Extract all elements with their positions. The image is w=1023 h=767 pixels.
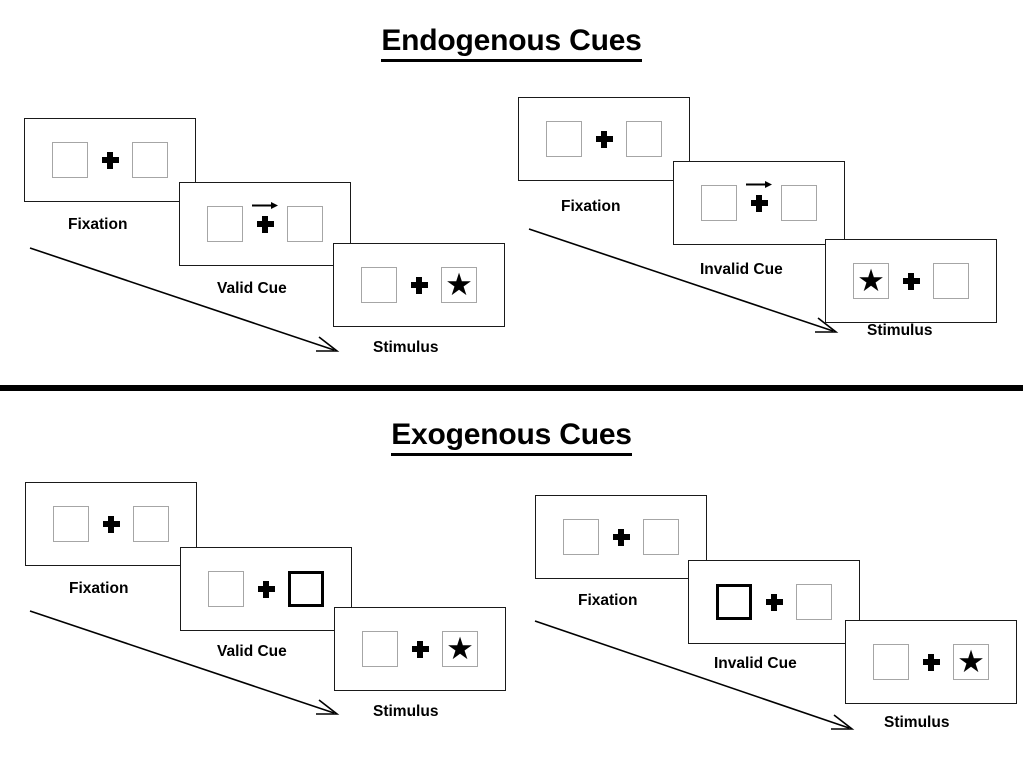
caption-exogenous-invalid-cue: Invalid Cue (714, 655, 797, 672)
caption-endogenous-valid-fixation: Fixation (68, 216, 128, 233)
panel-endogenous-valid-cue[interactable] (179, 182, 351, 266)
star-icon: ★ (857, 262, 885, 298)
panel-endogenous-valid-fixation[interactable] (24, 118, 196, 202)
plus-cross-icon (102, 515, 120, 533)
right-box: ★ (441, 267, 477, 303)
fixation-cross-area (243, 201, 287, 233)
plus-cross-icon (902, 272, 920, 290)
left-box-cued (716, 584, 752, 620)
panel-exogenous-invalid-cue[interactable] (688, 560, 860, 644)
right-box: ★ (442, 631, 478, 667)
panel-content (208, 571, 324, 607)
panel-endogenous-invalid-fixation[interactable] (518, 97, 690, 181)
caption-exogenous-invalid-fixation: Fixation (578, 592, 638, 609)
right-box (132, 142, 168, 178)
fixation-cross-area (397, 276, 441, 294)
panel-exogenous-valid-cue[interactable] (180, 547, 352, 631)
star-icon: ★ (957, 643, 985, 679)
caption-exogenous-valid-cue: Valid Cue (217, 643, 287, 660)
left-box (208, 571, 244, 607)
caption-endogenous-invalid-cue: Invalid Cue (700, 261, 783, 278)
panel-content (563, 519, 679, 555)
left-box (563, 519, 599, 555)
diagonal-arrow-icon-exogenous-invalid (534, 620, 855, 730)
right-box-cued (288, 571, 324, 607)
left-box (362, 631, 398, 667)
fixation-cross-area (909, 653, 953, 671)
panel-exogenous-valid-stimulus[interactable]: ★ (334, 607, 506, 691)
panel-content: ★ (362, 631, 478, 667)
caption-endogenous-invalid-fixation: Fixation (561, 198, 621, 215)
panel-exogenous-invalid-fixation[interactable] (535, 495, 707, 579)
fixation-cross-area (599, 528, 643, 546)
fixation-cross-area (889, 272, 933, 290)
panel-exogenous-valid-fixation[interactable] (25, 482, 197, 566)
panel-exogenous-invalid-stimulus[interactable]: ★ (845, 620, 1017, 704)
plus-cross-icon (256, 215, 274, 233)
diagonal-arrow-icon-exogenous-valid (29, 610, 340, 715)
section-title-exogenous: Exogenous Cues (0, 418, 1023, 456)
plus-cross-icon (750, 194, 768, 212)
fixation-cross-area (244, 580, 288, 598)
star-icon: ★ (445, 266, 473, 302)
right-box (287, 206, 323, 242)
caption-endogenous-valid-stimulus: Stimulus (373, 339, 439, 356)
panel-content: ★ (853, 263, 969, 299)
left-box (53, 506, 89, 542)
caption-exogenous-valid-stimulus: Stimulus (373, 703, 439, 720)
right-box (796, 584, 832, 620)
caption-exogenous-valid-fixation: Fixation (69, 580, 129, 597)
plus-cross-icon (612, 528, 630, 546)
plus-cross-icon (101, 151, 119, 169)
left-box (546, 121, 582, 157)
fixation-cross-area (89, 515, 133, 533)
right-box (781, 185, 817, 221)
panel-content: ★ (873, 644, 989, 680)
panel-endogenous-invalid-cue[interactable] (673, 161, 845, 245)
plus-cross-icon (411, 640, 429, 658)
plus-cross-icon (922, 653, 940, 671)
panel-content (546, 121, 662, 157)
section-title-endogenous-text: Endogenous Cues (381, 24, 642, 62)
arrow-right-icon (746, 180, 772, 188)
fixation-cross-area (398, 640, 442, 658)
right-box (933, 263, 969, 299)
arrow-right-icon (252, 201, 278, 209)
right-box: ★ (953, 644, 989, 680)
diagonal-arrow-icon-endogenous-valid (29, 247, 340, 352)
plus-cross-icon (765, 593, 783, 611)
panel-content (207, 201, 323, 242)
plus-cross-icon (595, 130, 613, 148)
panel-content (53, 506, 169, 542)
diagonal-arrow-icon-endogenous-invalid (528, 228, 839, 333)
left-box: ★ (853, 263, 889, 299)
right-box (643, 519, 679, 555)
caption-endogenous-invalid-stimulus: Stimulus (867, 322, 933, 339)
section-title-exogenous-text: Exogenous Cues (391, 418, 632, 456)
fixation-cross-area (752, 593, 796, 611)
panel-content (701, 180, 817, 221)
panel-content (52, 142, 168, 178)
left-box (701, 185, 737, 221)
right-box (626, 121, 662, 157)
panel-content (716, 584, 832, 620)
plus-cross-icon (410, 276, 428, 294)
fixation-cross-area (88, 151, 132, 169)
fixation-cross-area (737, 180, 781, 212)
right-box (133, 506, 169, 542)
plus-cross-icon (257, 580, 275, 598)
caption-exogenous-invalid-stimulus: Stimulus (884, 714, 950, 731)
fixation-cross-area (582, 130, 626, 148)
section-title-endogenous: Endogenous Cues (0, 24, 1023, 62)
panel-content: ★ (361, 267, 477, 303)
section-divider (0, 385, 1023, 391)
star-icon: ★ (446, 630, 474, 666)
panel-endogenous-valid-stimulus[interactable]: ★ (333, 243, 505, 327)
left-box (361, 267, 397, 303)
caption-endogenous-valid-cue: Valid Cue (217, 280, 287, 297)
panel-endogenous-invalid-stimulus[interactable]: ★ (825, 239, 997, 323)
left-box (52, 142, 88, 178)
left-box (873, 644, 909, 680)
left-box (207, 206, 243, 242)
